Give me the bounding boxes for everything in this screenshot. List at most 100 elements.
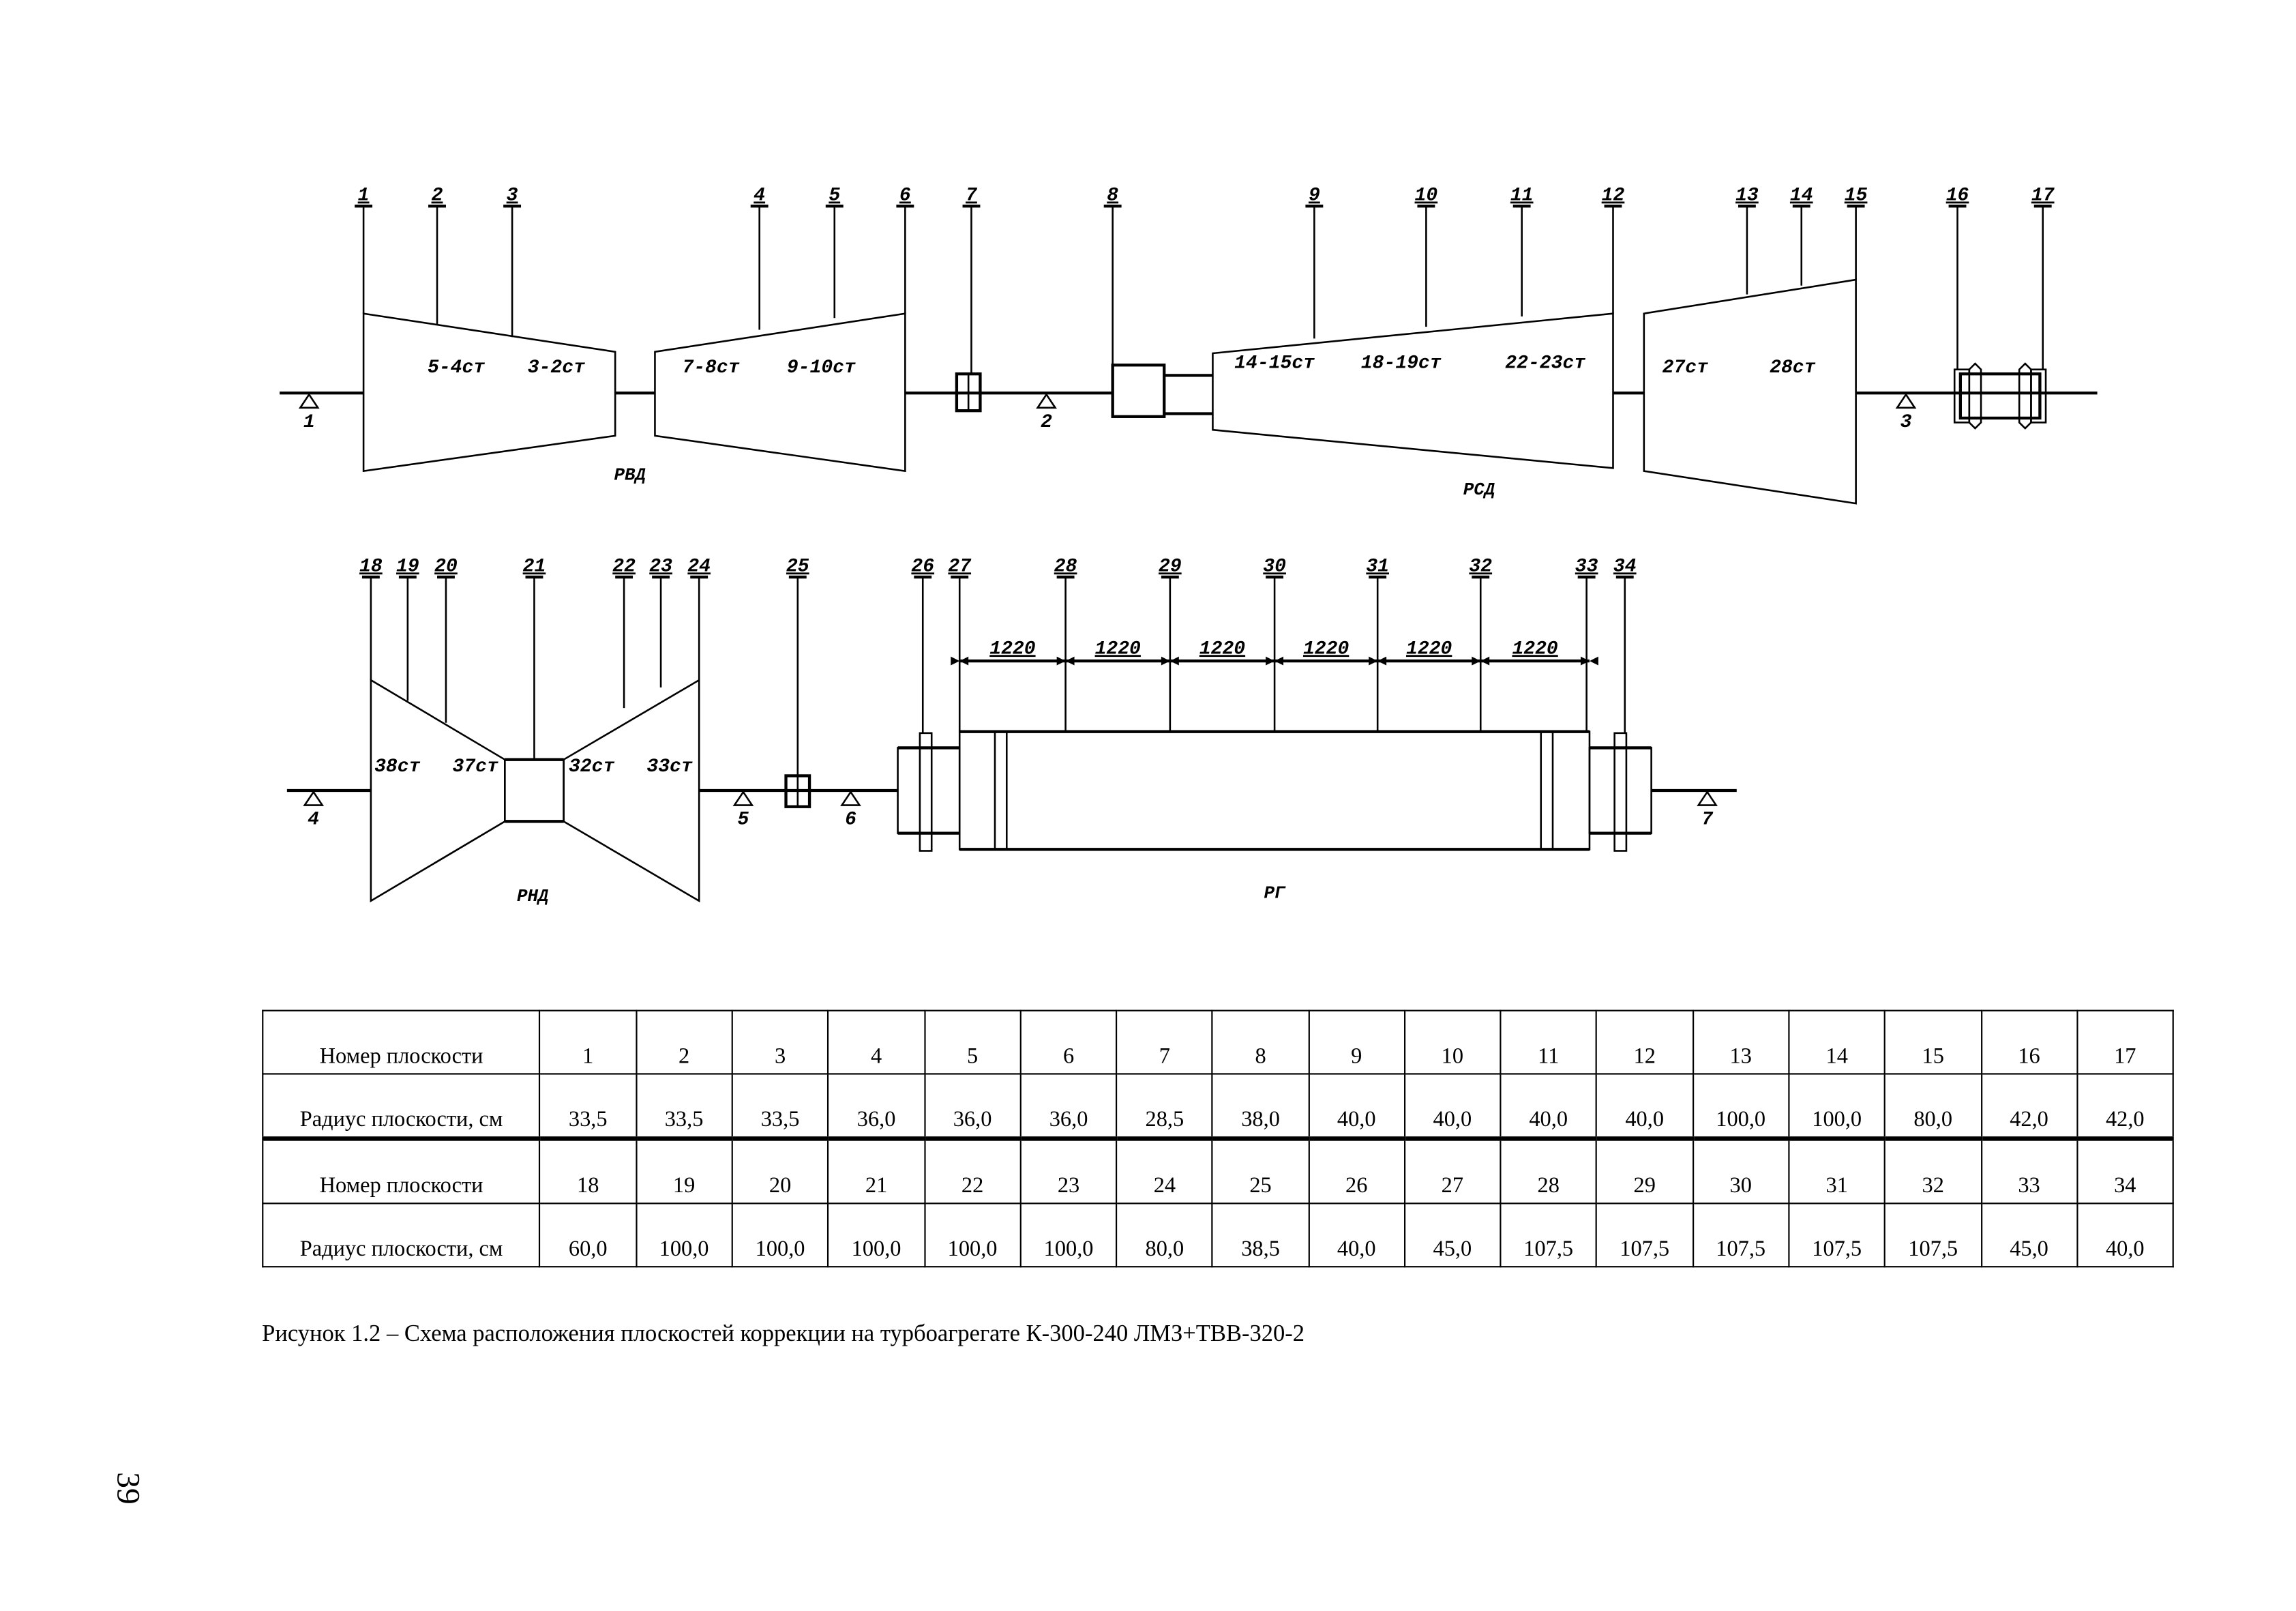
dimension-label: 1220 — [1095, 638, 1141, 660]
table-cell: 100,0 — [923, 1202, 1022, 1268]
bearing-label: 7 — [1701, 810, 1714, 831]
stage-label: 27ст — [1663, 357, 1708, 379]
plane-label: 13 — [1735, 186, 1759, 207]
generator-rotor — [897, 730, 1652, 852]
arrow-icon — [1169, 656, 1179, 666]
table-cell: 21 — [827, 1138, 925, 1204]
row-header: Номер плоскости — [262, 1009, 541, 1075]
table-cell: 6 — [1019, 1009, 1118, 1075]
table-cell: 45,0 — [1403, 1202, 1502, 1268]
box-8 — [1111, 364, 1166, 418]
table-cell: 36,0 — [923, 1073, 1022, 1141]
table-cell: 29 — [1596, 1138, 1694, 1204]
rsd-cone-right — [1643, 278, 1857, 505]
plane-label: 7 — [966, 186, 978, 207]
table-cell: 107,5 — [1692, 1202, 1790, 1268]
plane-label: 23 — [649, 556, 672, 577]
bearing-label: 3 — [1900, 412, 1912, 433]
plane-label: 2 — [432, 186, 443, 207]
table-cell: 18 — [539, 1138, 637, 1204]
table-cell: 16 — [1980, 1009, 2078, 1075]
figure-caption: Рисунок 1.2 – Схема расположения плоскос… — [262, 1322, 1305, 1347]
table-cell: 33,5 — [731, 1073, 829, 1141]
table-cell: 12 — [1596, 1009, 1694, 1075]
table-cell: 60,0 — [539, 1202, 637, 1268]
page-number: 39 — [110, 1472, 147, 1505]
table-cell: 80,0 — [1116, 1202, 1214, 1268]
rotor-name-rsd: РСД — [1463, 479, 1495, 500]
table-cell: 1 — [539, 1009, 637, 1075]
plane-label: 15 — [1845, 186, 1868, 207]
bearing-icon — [840, 790, 861, 806]
table-cell: 3 — [731, 1009, 829, 1075]
plane-label: 10 — [1415, 186, 1438, 207]
plane-label: 14 — [1790, 186, 1813, 207]
stage-label: 33ст — [646, 756, 692, 778]
table-cell: 38,5 — [1212, 1202, 1309, 1268]
row-header: Номер плоскости — [262, 1138, 541, 1204]
plane-label: 20 — [434, 556, 458, 577]
table-cell: 42,0 — [2076, 1073, 2174, 1141]
stage-label: 37ст — [452, 756, 498, 778]
bearing-label: 2 — [1041, 412, 1052, 433]
dimension-label: 1220 — [1406, 638, 1452, 660]
table-cell: 33,5 — [635, 1073, 733, 1141]
rotor-name-rnd: РНД — [517, 886, 549, 906]
table-cell: 15 — [1884, 1009, 1982, 1075]
upper-shaft-line — [280, 374, 2098, 415]
plane-label: 21 — [523, 556, 546, 577]
plane-label: 4 — [754, 186, 765, 207]
arrow-icon — [1161, 656, 1170, 666]
table-cell: 100,0 — [827, 1202, 925, 1268]
plane-label: 12 — [1602, 186, 1625, 207]
plane-label: 26 — [911, 556, 934, 577]
table-cell: 40,0 — [1596, 1073, 1694, 1141]
plane-label: 16 — [1946, 186, 1969, 207]
table-cell: 40,0 — [2076, 1202, 2174, 1268]
coupling-16-17 — [1953, 362, 2047, 430]
table-cell: 25 — [1212, 1138, 1309, 1204]
table-cell: 38,0 — [1212, 1073, 1309, 1141]
plane-label: 18 — [359, 556, 383, 577]
stage-label: 5-4ст — [428, 357, 485, 379]
table-cell: 28 — [1500, 1138, 1598, 1204]
arrow-icon — [1480, 656, 1490, 666]
rotor-name-rvd: РВД — [614, 465, 646, 486]
arrow-icon — [1589, 656, 1598, 666]
table-cell: 9 — [1307, 1009, 1405, 1075]
table-cell: 27 — [1403, 1138, 1502, 1204]
plane-label: 28 — [1054, 556, 1077, 577]
stage-label: 38ст — [374, 756, 420, 778]
table-cell: 100,0 — [1692, 1073, 1790, 1141]
stage-label: 32ст — [569, 756, 614, 778]
table-cell: 40,0 — [1307, 1202, 1405, 1268]
table-cell: 100,0 — [1019, 1202, 1118, 1268]
table-cell: 8 — [1212, 1009, 1309, 1075]
rnd-cone-left — [370, 678, 506, 903]
arrow-icon — [951, 656, 960, 666]
table-cell: 80,0 — [1884, 1073, 1982, 1141]
bearing-icon — [303, 790, 325, 806]
plane-label: 29 — [1159, 556, 1182, 577]
bearing-label: 6 — [845, 810, 856, 831]
arrow-icon — [1377, 656, 1387, 666]
plane-label: 8 — [1107, 186, 1118, 207]
rotor-name-rg: РГ — [1264, 883, 1287, 904]
table-cell: 100,0 — [731, 1202, 829, 1268]
plane-label: 3 — [507, 186, 518, 207]
stage-label: 18-19ст — [1361, 353, 1442, 374]
table-cell: 2 — [635, 1009, 733, 1075]
arrow-icon — [1472, 656, 1481, 666]
table-cell: 100,0 — [635, 1202, 733, 1268]
plane-label: 19 — [396, 556, 419, 577]
table-cell: 26 — [1307, 1138, 1405, 1204]
table-cell: 10 — [1403, 1009, 1502, 1075]
rvd-cone-right — [654, 312, 906, 473]
table-cell: 14 — [1788, 1009, 1886, 1075]
table-cell: 17 — [2076, 1009, 2174, 1075]
table-cell: 100,0 — [1788, 1073, 1886, 1141]
plane-label: 31 — [1366, 556, 1389, 577]
